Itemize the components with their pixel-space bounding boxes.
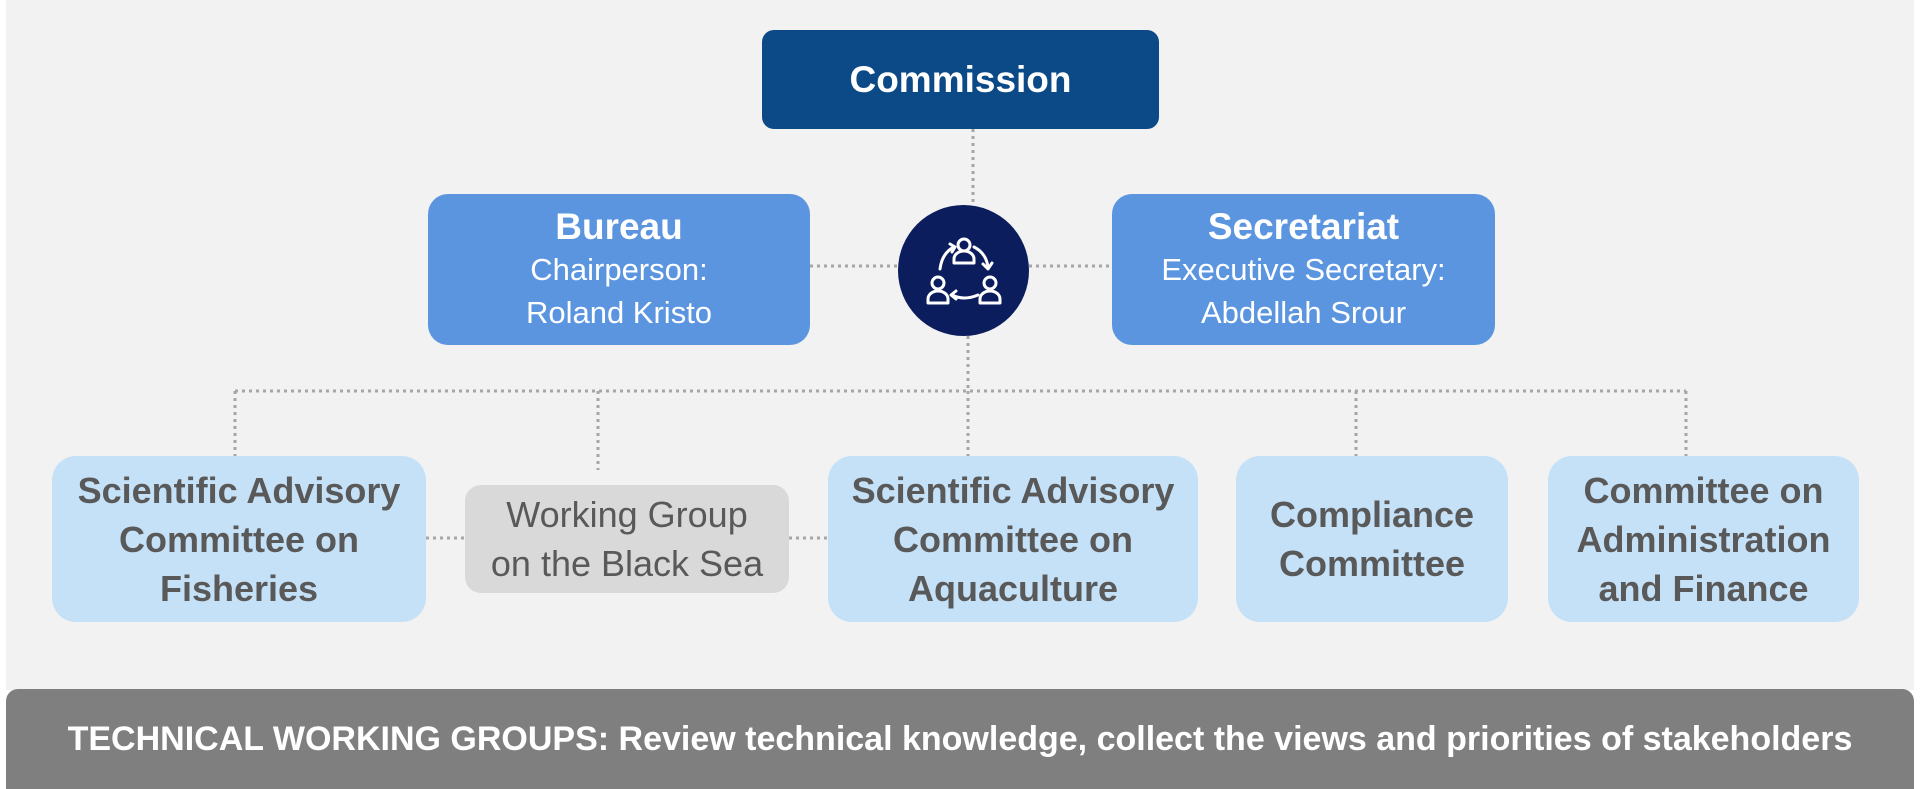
committee-fisheries-line1: Scientific Advisory [77, 469, 401, 511]
committee-aquaculture-line3: Aquaculture [907, 567, 1119, 609]
commission-box: Commission [762, 30, 1159, 129]
committee-aquaculture-line2: Committee on [892, 518, 1133, 560]
hub-circle [898, 205, 1029, 336]
people-cycle-icon [926, 237, 1001, 304]
working-group-line1: Working Group [506, 494, 748, 535]
committee-fisheries-box: Scientific Advisory Committee on Fisheri… [52, 456, 426, 622]
compliance-line2: Committee [1278, 543, 1466, 584]
committee-admin-finance-box: Committee on Administration and Finance [1548, 456, 1859, 622]
admin-finance-line1: Committee on [1583, 469, 1824, 511]
footer-banner: TECHNICAL WORKING GROUPS: Review technic… [6, 689, 1914, 789]
committee-fisheries-line2: Committee on [118, 518, 359, 560]
compliance-line1: Compliance [1269, 494, 1475, 535]
secretariat-title: Secretariat [1207, 206, 1400, 247]
committee-fisheries-line3: Fisheries [159, 567, 319, 609]
admin-finance-line3: and Finance [1598, 567, 1809, 609]
bureau-box: Bureau Chairperson: Roland Kristo [428, 194, 810, 345]
secretariat-box: Secretariat Executive Secretary: Abdella… [1112, 194, 1495, 345]
working-group-black-sea-box: Working Group on the Black Sea [465, 485, 789, 593]
compliance-committee-box: Compliance Committee [1236, 456, 1508, 622]
secretariat-person: Abdellah Srour [1200, 295, 1407, 330]
bureau-person: Roland Kristo [525, 295, 713, 330]
bureau-role: Chairperson: [530, 252, 708, 287]
admin-finance-line2: Administration [1576, 518, 1831, 560]
commission-title: Commission [849, 58, 1072, 100]
working-group-line2: on the Black Sea [490, 543, 764, 584]
committee-aquaculture-line1: Scientific Advisory [851, 469, 1175, 511]
committee-aquaculture-box: Scientific Advisory Committee on Aquacul… [828, 456, 1198, 622]
secretariat-role: Executive Secretary: [1161, 252, 1446, 287]
footer-text: TECHNICAL WORKING GROUPS: Review technic… [67, 719, 1853, 758]
bureau-title: Bureau [555, 206, 683, 247]
